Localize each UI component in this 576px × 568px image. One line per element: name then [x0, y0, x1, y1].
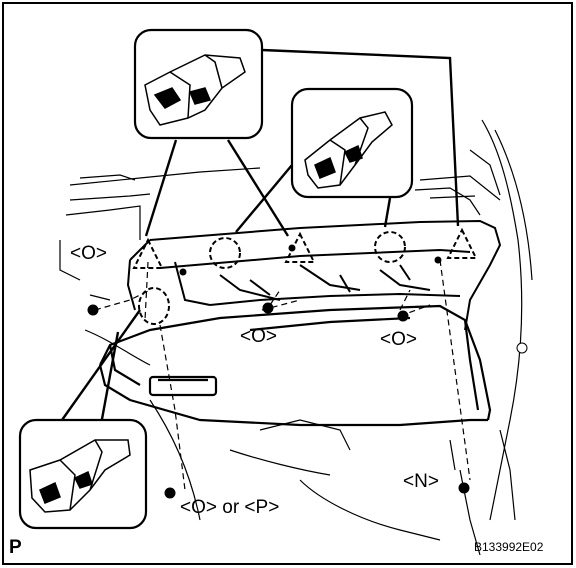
claw-clip-icon	[144, 54, 246, 126]
glove-box-housing	[126, 219, 502, 331]
dashboard-background	[59, 119, 533, 556]
clip-circle-upper-left	[209, 237, 241, 269]
detail-box-top-right	[290, 87, 414, 199]
claw-markers	[132, 227, 478, 269]
figure-code: B133992E02	[474, 540, 544, 554]
callout-leaders	[61, 48, 460, 431]
screw-icon	[87, 244, 528, 499]
glove-box-door	[98, 304, 492, 427]
label-clip-o-center: <O>	[240, 326, 277, 347]
clip-circle-lower-left	[138, 287, 170, 325]
view-letter: P	[9, 537, 22, 558]
clip-circle-upper-right	[374, 231, 406, 263]
claw-clip-icon	[304, 111, 393, 189]
detail-box-bottom-left	[18, 418, 148, 530]
claw-triangle-left	[132, 237, 164, 269]
label-clip-o-right: <O>	[380, 329, 417, 350]
clip-markers	[138, 231, 406, 325]
label-clip-o-left: <O>	[70, 243, 107, 264]
claw-triangle-right	[446, 227, 478, 259]
label-clip-o-or-p: <O> or <P>	[180, 497, 280, 518]
claw-clip-icon	[29, 439, 131, 513]
detail-box-top-left	[133, 28, 264, 140]
label-clip-n: <N>	[403, 471, 439, 492]
